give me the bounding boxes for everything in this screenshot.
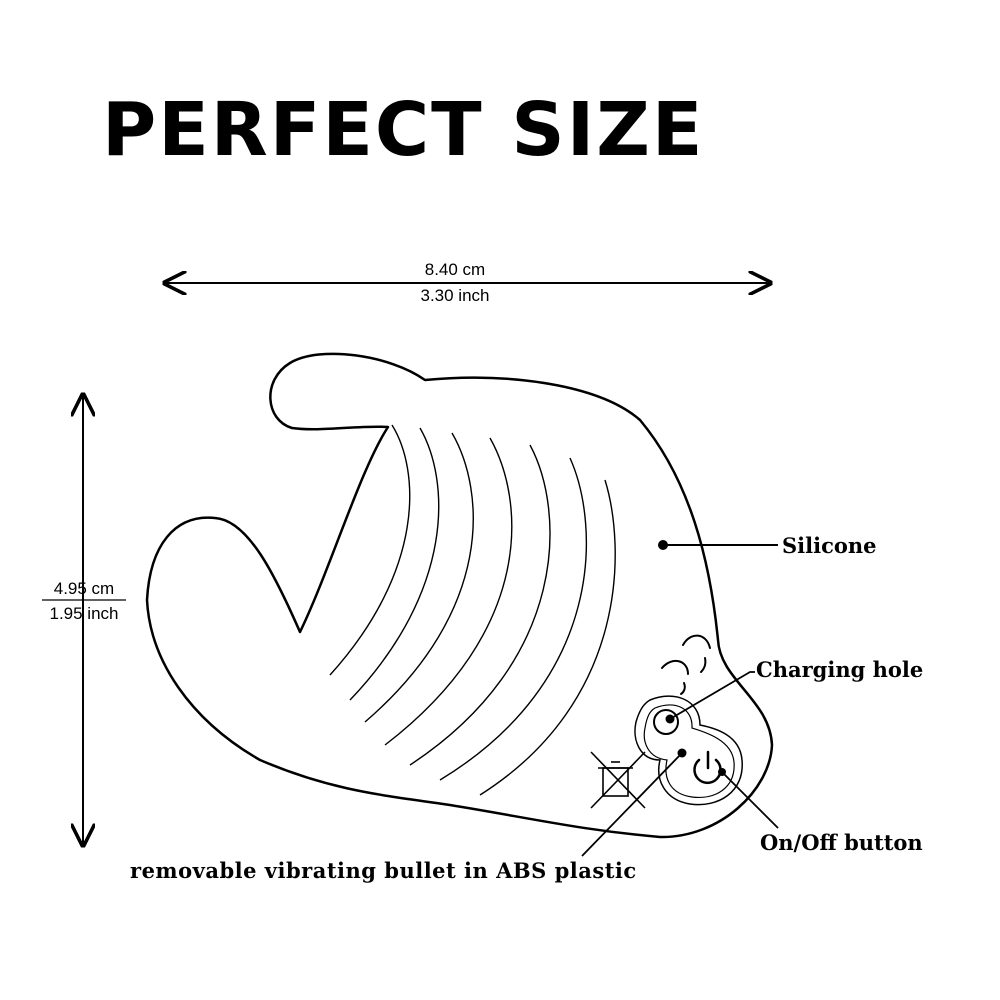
on-off-label: On/Off button (760, 830, 923, 855)
product-outline (145, 352, 774, 839)
power-icon (693, 750, 722, 785)
width-inch-label: 3.30 inch (421, 286, 490, 305)
page-title: PERFECT SIZE (102, 87, 704, 173)
height-inch-label: 1.95 inch (50, 604, 119, 623)
inner-ribs (329, 424, 616, 796)
charging-hole-label: Charging hole (756, 657, 923, 682)
width-cm-label: 8.40 cm (425, 260, 485, 279)
silicone-label: Silicone (782, 533, 877, 558)
bullet-leader (581, 752, 683, 857)
height-cm-label: 4.95 cm (54, 579, 114, 598)
smile-marks (661, 634, 711, 695)
bullet-label: removable vibrating bullet in ABS plasti… (130, 858, 637, 883)
on-off-leader (721, 771, 779, 829)
charging-hole-leader (669, 671, 755, 720)
charging-hole (653, 709, 679, 735)
no-trash-icon (590, 751, 646, 809)
button-panel (634, 695, 743, 806)
